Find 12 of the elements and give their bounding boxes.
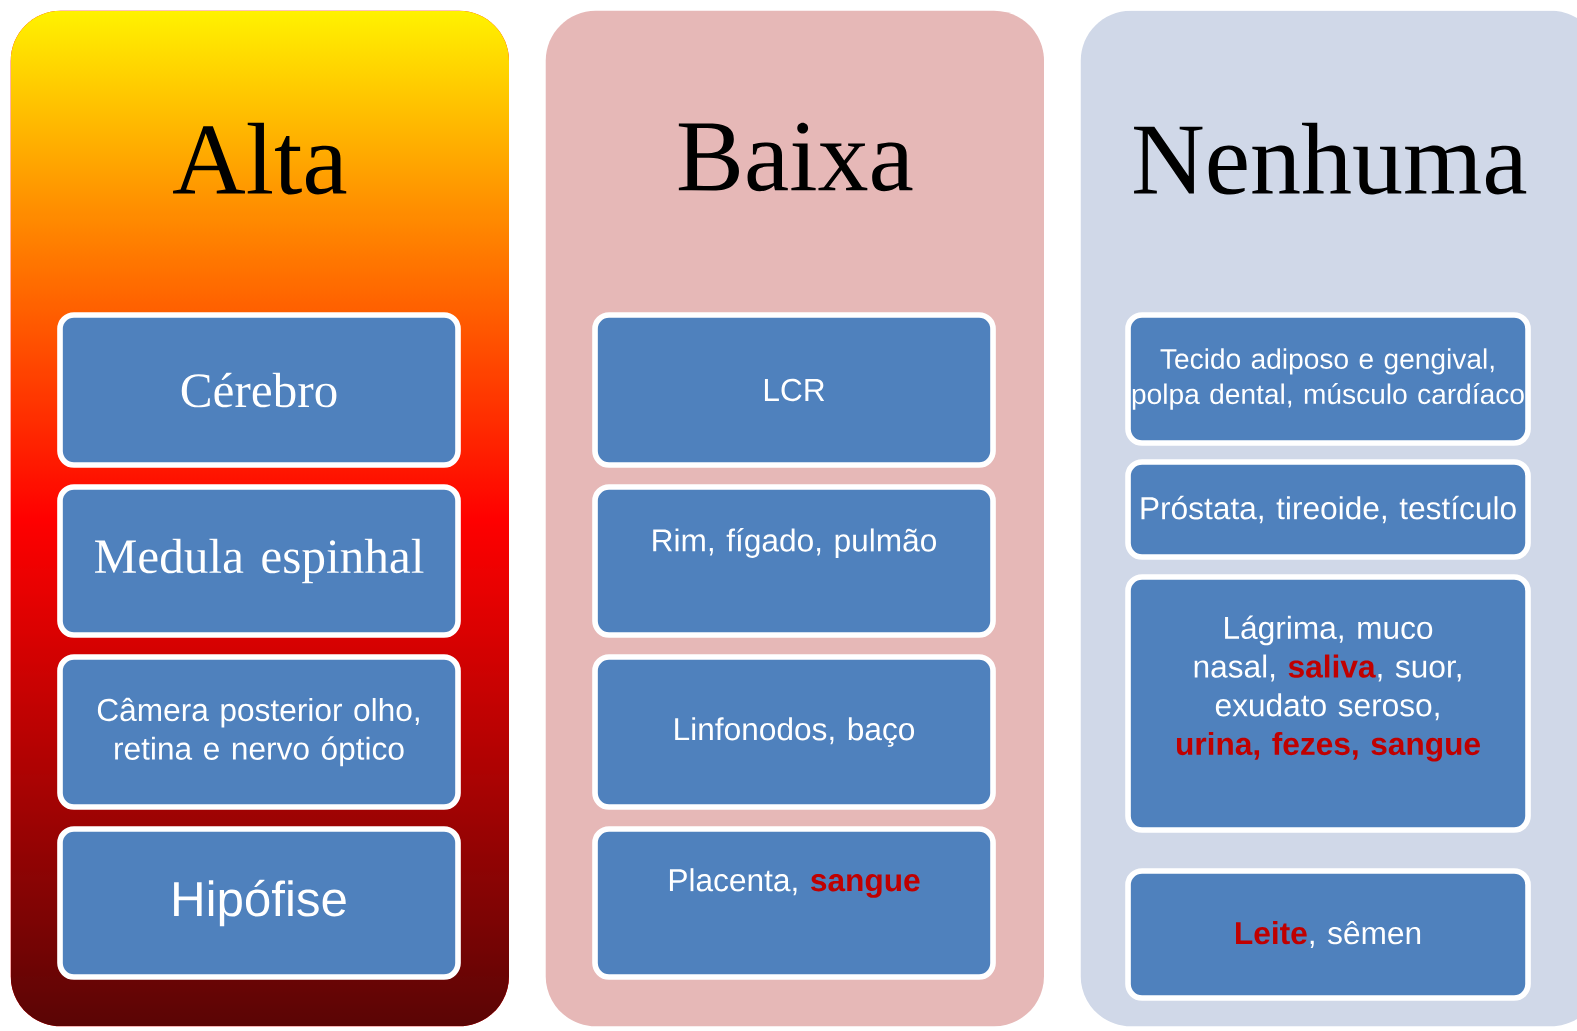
tissue-box: Câmera posterior olho, retina e nervo óptico (57, 654, 461, 810)
tissue-box: Rim, fígado, pulmão (592, 484, 996, 638)
tissue-box: Hipófise (57, 826, 461, 980)
tissue-box: Cérebro (57, 312, 461, 468)
tissue-box: Lágrima, muco nasal, saliva, suor, exudato seroso, urina, fezes, sangue (1125, 574, 1531, 833)
tissue-box: Tecido adiposo e gengival, polpa dental, músculo cardíaco (1125, 312, 1531, 446)
tissue-box: Leite, sêmen (1125, 868, 1531, 1001)
tissue-box: Placenta, sangue (592, 826, 996, 980)
tissue-box: Próstata, tireoide, testículo (1125, 459, 1531, 560)
tissue-box: LCR (592, 312, 996, 468)
tissue-box: Linfonodos, baço (592, 654, 996, 810)
tissue-box: Medula espinhal (57, 484, 461, 638)
